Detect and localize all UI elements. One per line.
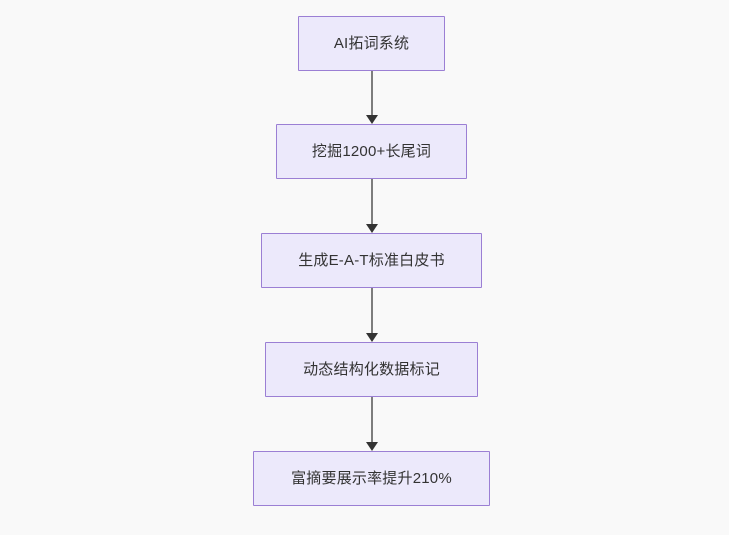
- flowchart-node-label: 挖掘1200+长尾词: [311, 143, 432, 160]
- flowchart-node-n1[interactable]: AI拓词系统: [298, 16, 445, 71]
- arrow-down-icon: [366, 115, 378, 124]
- edge-line: [371, 71, 373, 115]
- flowchart-node-label: AI拓词系统: [333, 35, 410, 52]
- flowchart-edge-n3-n4: [364, 288, 380, 342]
- edge-line: [371, 288, 373, 333]
- flowchart-node-label: 动态结构化数据标记: [303, 361, 440, 378]
- arrow-down-icon: [366, 224, 378, 233]
- flowchart-edge-n2-n3: [364, 179, 380, 233]
- arrow-down-icon: [366, 442, 378, 451]
- flowchart-edge-n4-n5: [364, 397, 380, 451]
- flowchart-node-label: 富摘要展示率提升210%: [291, 470, 452, 487]
- flowchart-node-label: 生成E-A-T标准白皮书: [298, 252, 445, 269]
- flowchart-node-n2[interactable]: 挖掘1200+长尾词: [276, 124, 467, 179]
- flowchart-node-n3[interactable]: 生成E-A-T标准白皮书: [261, 233, 482, 288]
- edge-line: [371, 179, 373, 224]
- flowchart-node-n5[interactable]: 富摘要展示率提升210%: [253, 451, 490, 506]
- arrow-down-icon: [366, 333, 378, 342]
- flowchart-edge-n1-n2: [364, 71, 380, 124]
- edge-line: [371, 397, 373, 442]
- flowchart-node-n4[interactable]: 动态结构化数据标记: [265, 342, 478, 397]
